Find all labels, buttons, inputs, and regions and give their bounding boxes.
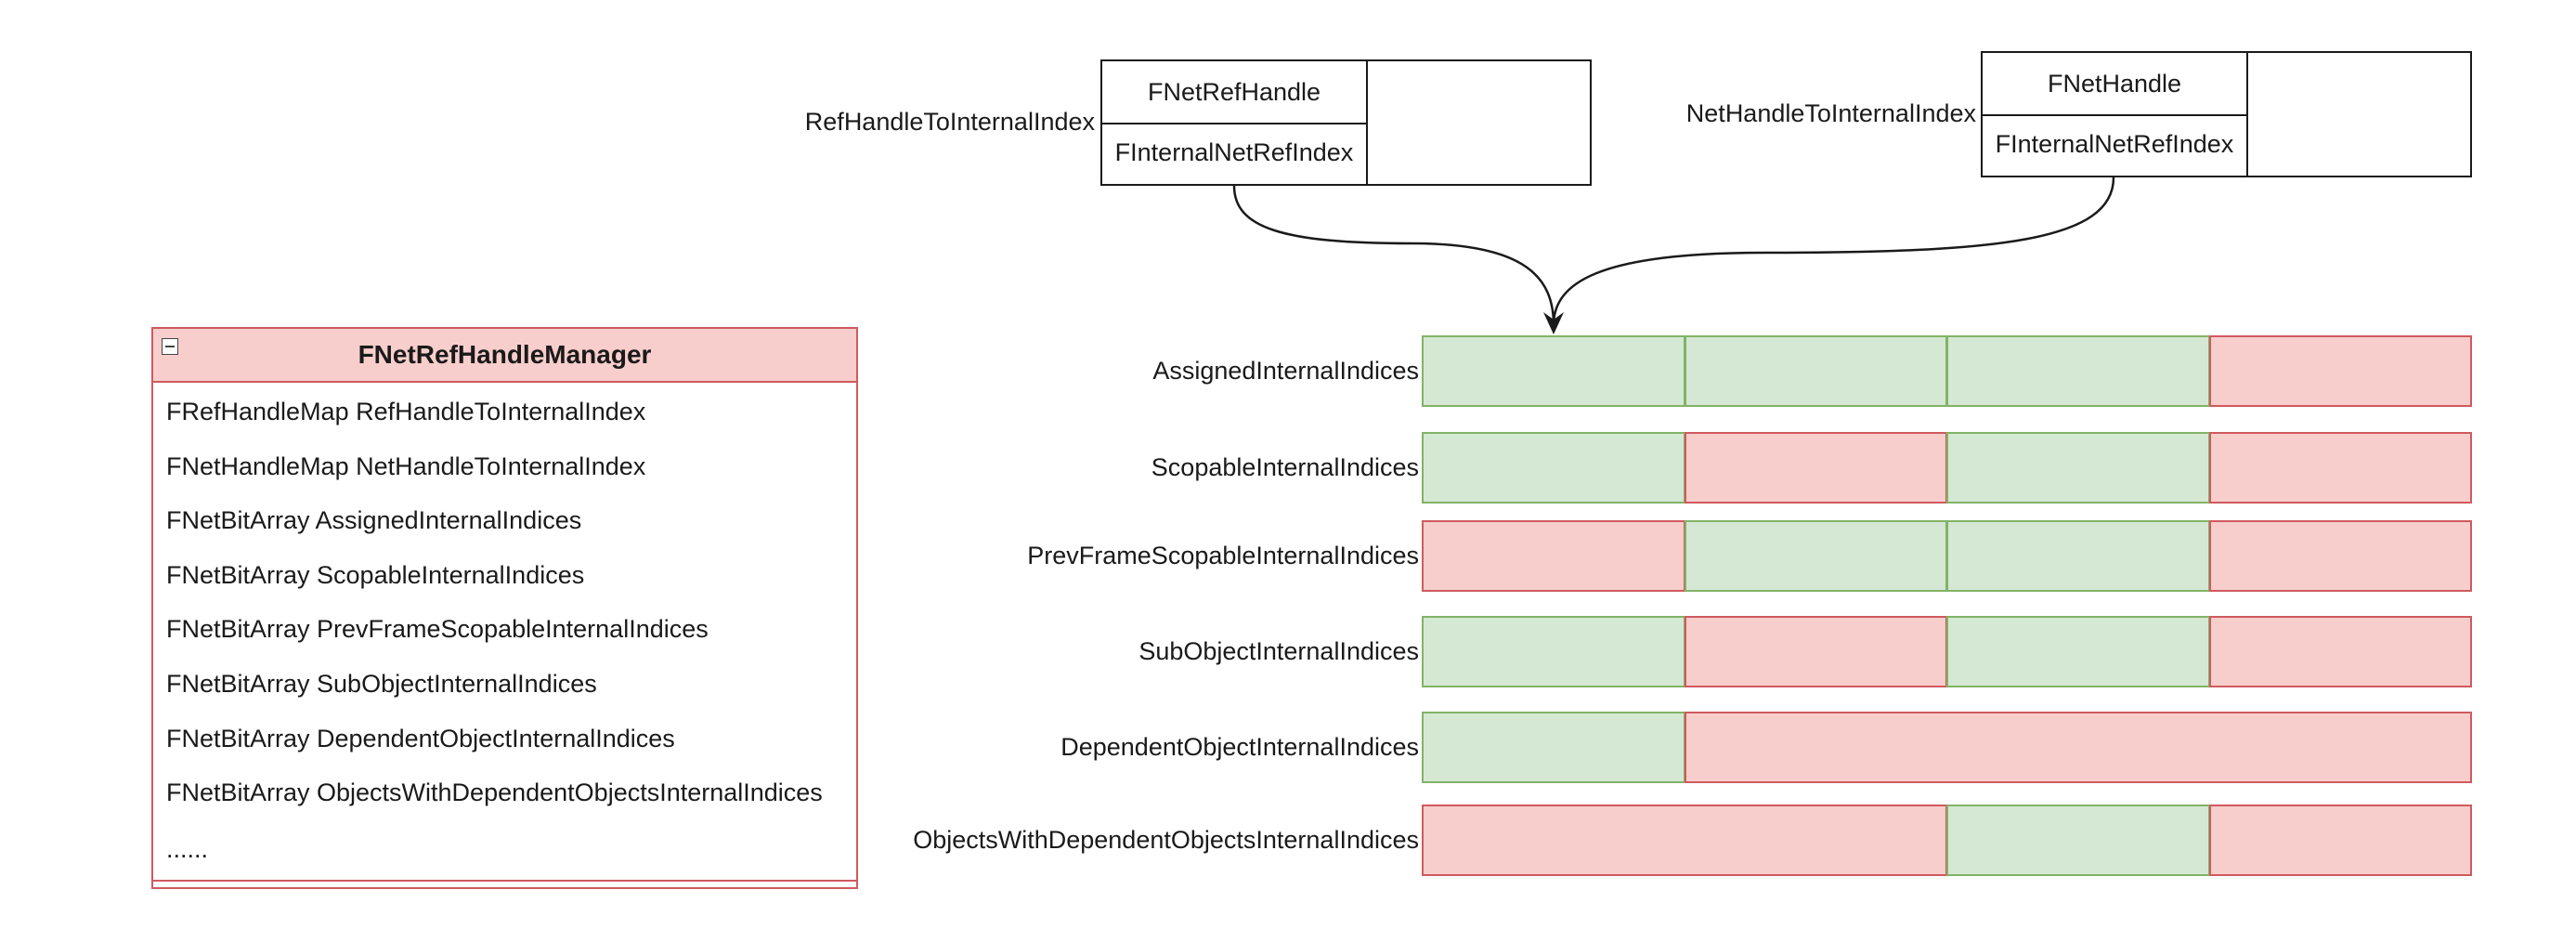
ref-handle-map-key: FNetRefHandle — [1102, 61, 1368, 124]
class-title: FNetRefHandleManager — [358, 340, 652, 369]
bitarray-row — [1422, 335, 2472, 407]
bit-cell-unset — [1684, 712, 2472, 783]
bit-cell-unset — [2208, 616, 2472, 687]
bitarray-row — [1422, 616, 2472, 687]
bit-cell-set — [1946, 616, 2210, 687]
bit-cell-unset — [2208, 432, 2472, 504]
net-handle-arrow — [1552, 177, 2115, 326]
bit-cell-set — [1946, 335, 2210, 407]
collapse-icon[interactable] — [162, 338, 178, 355]
net-handle-map-value: FInternalNetRefIndex — [1983, 112, 2248, 176]
ref-handle-arrow — [1232, 185, 1555, 326]
bit-cell-set — [1422, 616, 1685, 687]
bitarray-label: SubObjectInternalIndices — [1138, 637, 1419, 665]
bit-cell-unset — [1422, 805, 1947, 876]
class-divider — [153, 880, 856, 882]
bitarray-label: ScopableInternalIndices — [1151, 453, 1419, 481]
class-field: FNetBitArray AssignedInternalIndices — [166, 506, 582, 534]
bit-cell-set — [1684, 520, 1947, 592]
bit-cell-unset — [2208, 335, 2472, 407]
bit-cell-set — [1422, 712, 1685, 783]
bitarray-label: ObjectsWithDependentObjectsInternalIndic… — [913, 826, 1419, 854]
bitarray-label: DependentObjectInternalIndices — [1060, 733, 1419, 761]
bit-cell-set — [1422, 432, 1685, 504]
bit-cell-unset — [2208, 520, 2472, 592]
class-field: ...... — [166, 835, 209, 863]
ref-handle-map-table: FNetRefHandle FInternalNetRefIndex — [1100, 59, 1592, 186]
bitarray-row — [1422, 712, 2472, 783]
bitarray-row — [1422, 520, 2472, 592]
bit-cell-set — [1946, 520, 2210, 592]
bitarray-label: PrevFrameScopableInternalIndices — [1027, 542, 1419, 569]
class-field: FNetBitArray ObjectsWithDependentObjects… — [166, 778, 823, 806]
ref-handle-map-value: FInternalNetRefIndex — [1102, 121, 1368, 184]
net-handle-map-label: NetHandleToInternalIndex — [1685, 99, 1976, 127]
class-field: FRefHandleMap RefHandleToInternalIndex — [166, 398, 646, 425]
class-field: FNetHandleMap NetHandleToInternalIndex — [166, 452, 646, 480]
net-ref-handle-manager-class: FNetRefHandleManager FRefHandleMap RefHa… — [151, 327, 858, 889]
bit-cell-unset — [1684, 616, 1947, 687]
class-field: FNetBitArray DependentObjectInternalIndi… — [166, 725, 675, 752]
bit-cell-unset — [1684, 432, 1947, 504]
class-field: FNetBitArray SubObjectInternalIndices — [166, 670, 597, 698]
bitarray-label: AssignedInternalIndices — [1152, 357, 1419, 385]
class-field: FNetBitArray PrevFrameScopableInternalIn… — [166, 615, 709, 643]
class-field: FNetBitArray ScopableInternalIndices — [166, 561, 585, 589]
bit-cell-unset — [1422, 520, 1685, 592]
class-header: FNetRefHandleManager — [153, 329, 856, 383]
bit-cell-set — [1946, 432, 2210, 504]
ref-handle-map-label: RefHandleToInternalIndex — [804, 108, 1095, 136]
bit-cell-set — [1422, 335, 1685, 407]
bit-cell-unset — [2208, 805, 2472, 876]
bit-cell-set — [1684, 335, 1947, 407]
net-handle-map-key: FNetHandle — [1983, 53, 2248, 116]
bitarray-row — [1422, 432, 2472, 504]
net-handle-map-table: FNetHandle FInternalNetRefIndex — [1981, 51, 2472, 177]
bit-cell-set — [1946, 805, 2210, 876]
arrow-head — [1543, 312, 1564, 334]
bitarray-row — [1422, 805, 2472, 876]
